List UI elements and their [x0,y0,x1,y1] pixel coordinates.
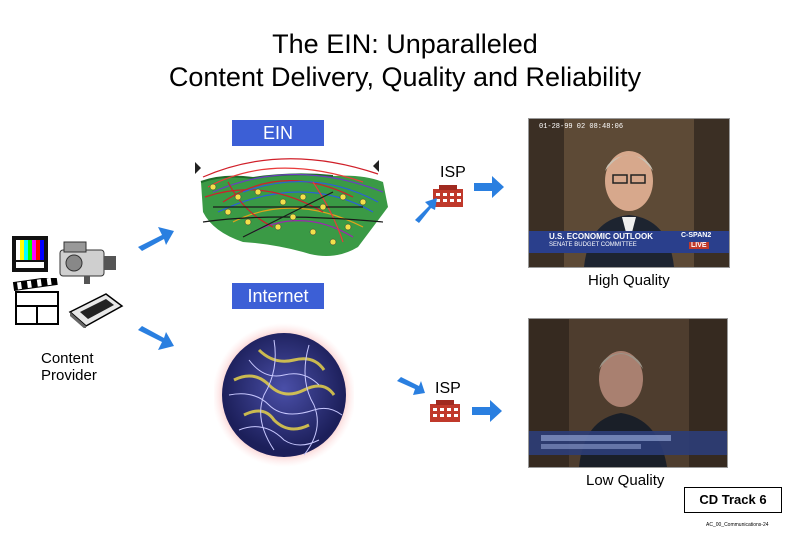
content-provider-line-1: Content [41,350,94,367]
video-timestamp: 01-28-99 02 08:48:06 [539,123,624,131]
content-provider-label: Content Provider [41,350,97,384]
videotape-icon [66,292,124,330]
content-provider-line-2: Provider [41,367,97,384]
cd-track-box: CD Track 6 [684,487,782,513]
slide-title: The EIN: Unparalleled Content Delivery, … [0,28,810,94]
ein-label: EIN [232,120,324,146]
low-quality-caption: Low Quality [586,472,665,489]
isp-bottom-building-icon [430,400,460,422]
video-banner-line-1: U.S. ECONOMIC OUTLOOK [549,232,653,241]
arrow-internet-to-isp-bottom [395,377,427,399]
arrow-isp-top-to-viewer [474,176,504,198]
low-quality-video-frame [528,318,728,468]
slide-footer-id: AC_00_Communications-24 [706,522,769,528]
high-quality-caption: High Quality [588,272,670,289]
video-camera-icon [54,240,118,284]
internet-globe-image [212,320,356,470]
title-line-2: Content Delivery, Quality and Reliabilit… [168,62,642,92]
high-quality-video-frame: 01-28-99 02 08:48:06 U.S. ECONOMIC OUTLO… [528,118,730,268]
isp-top-building-icon [433,185,463,207]
isp-top-label: ISP [440,164,466,181]
arrow-provider-to-ein [136,223,176,253]
video-banner-line-2: SENATE BUDGET COMMITTEE [549,242,637,248]
isp-bottom-label: ISP [435,380,461,397]
test-pattern-monitor-icon [12,236,48,272]
arrow-ein-to-isp-top [413,196,439,224]
internet-label: Internet [232,283,324,309]
video-live-badge: LIVE [689,242,709,249]
ein-network-map [183,152,395,267]
title-line-1: The EIN: Unparalleled [272,29,538,59]
arrow-isp-bottom-to-viewer [472,400,502,422]
video-channel-logo: C-SPAN2 [681,232,712,239]
arrow-provider-to-internet [136,324,176,354]
clapperboard-icon [12,275,62,326]
